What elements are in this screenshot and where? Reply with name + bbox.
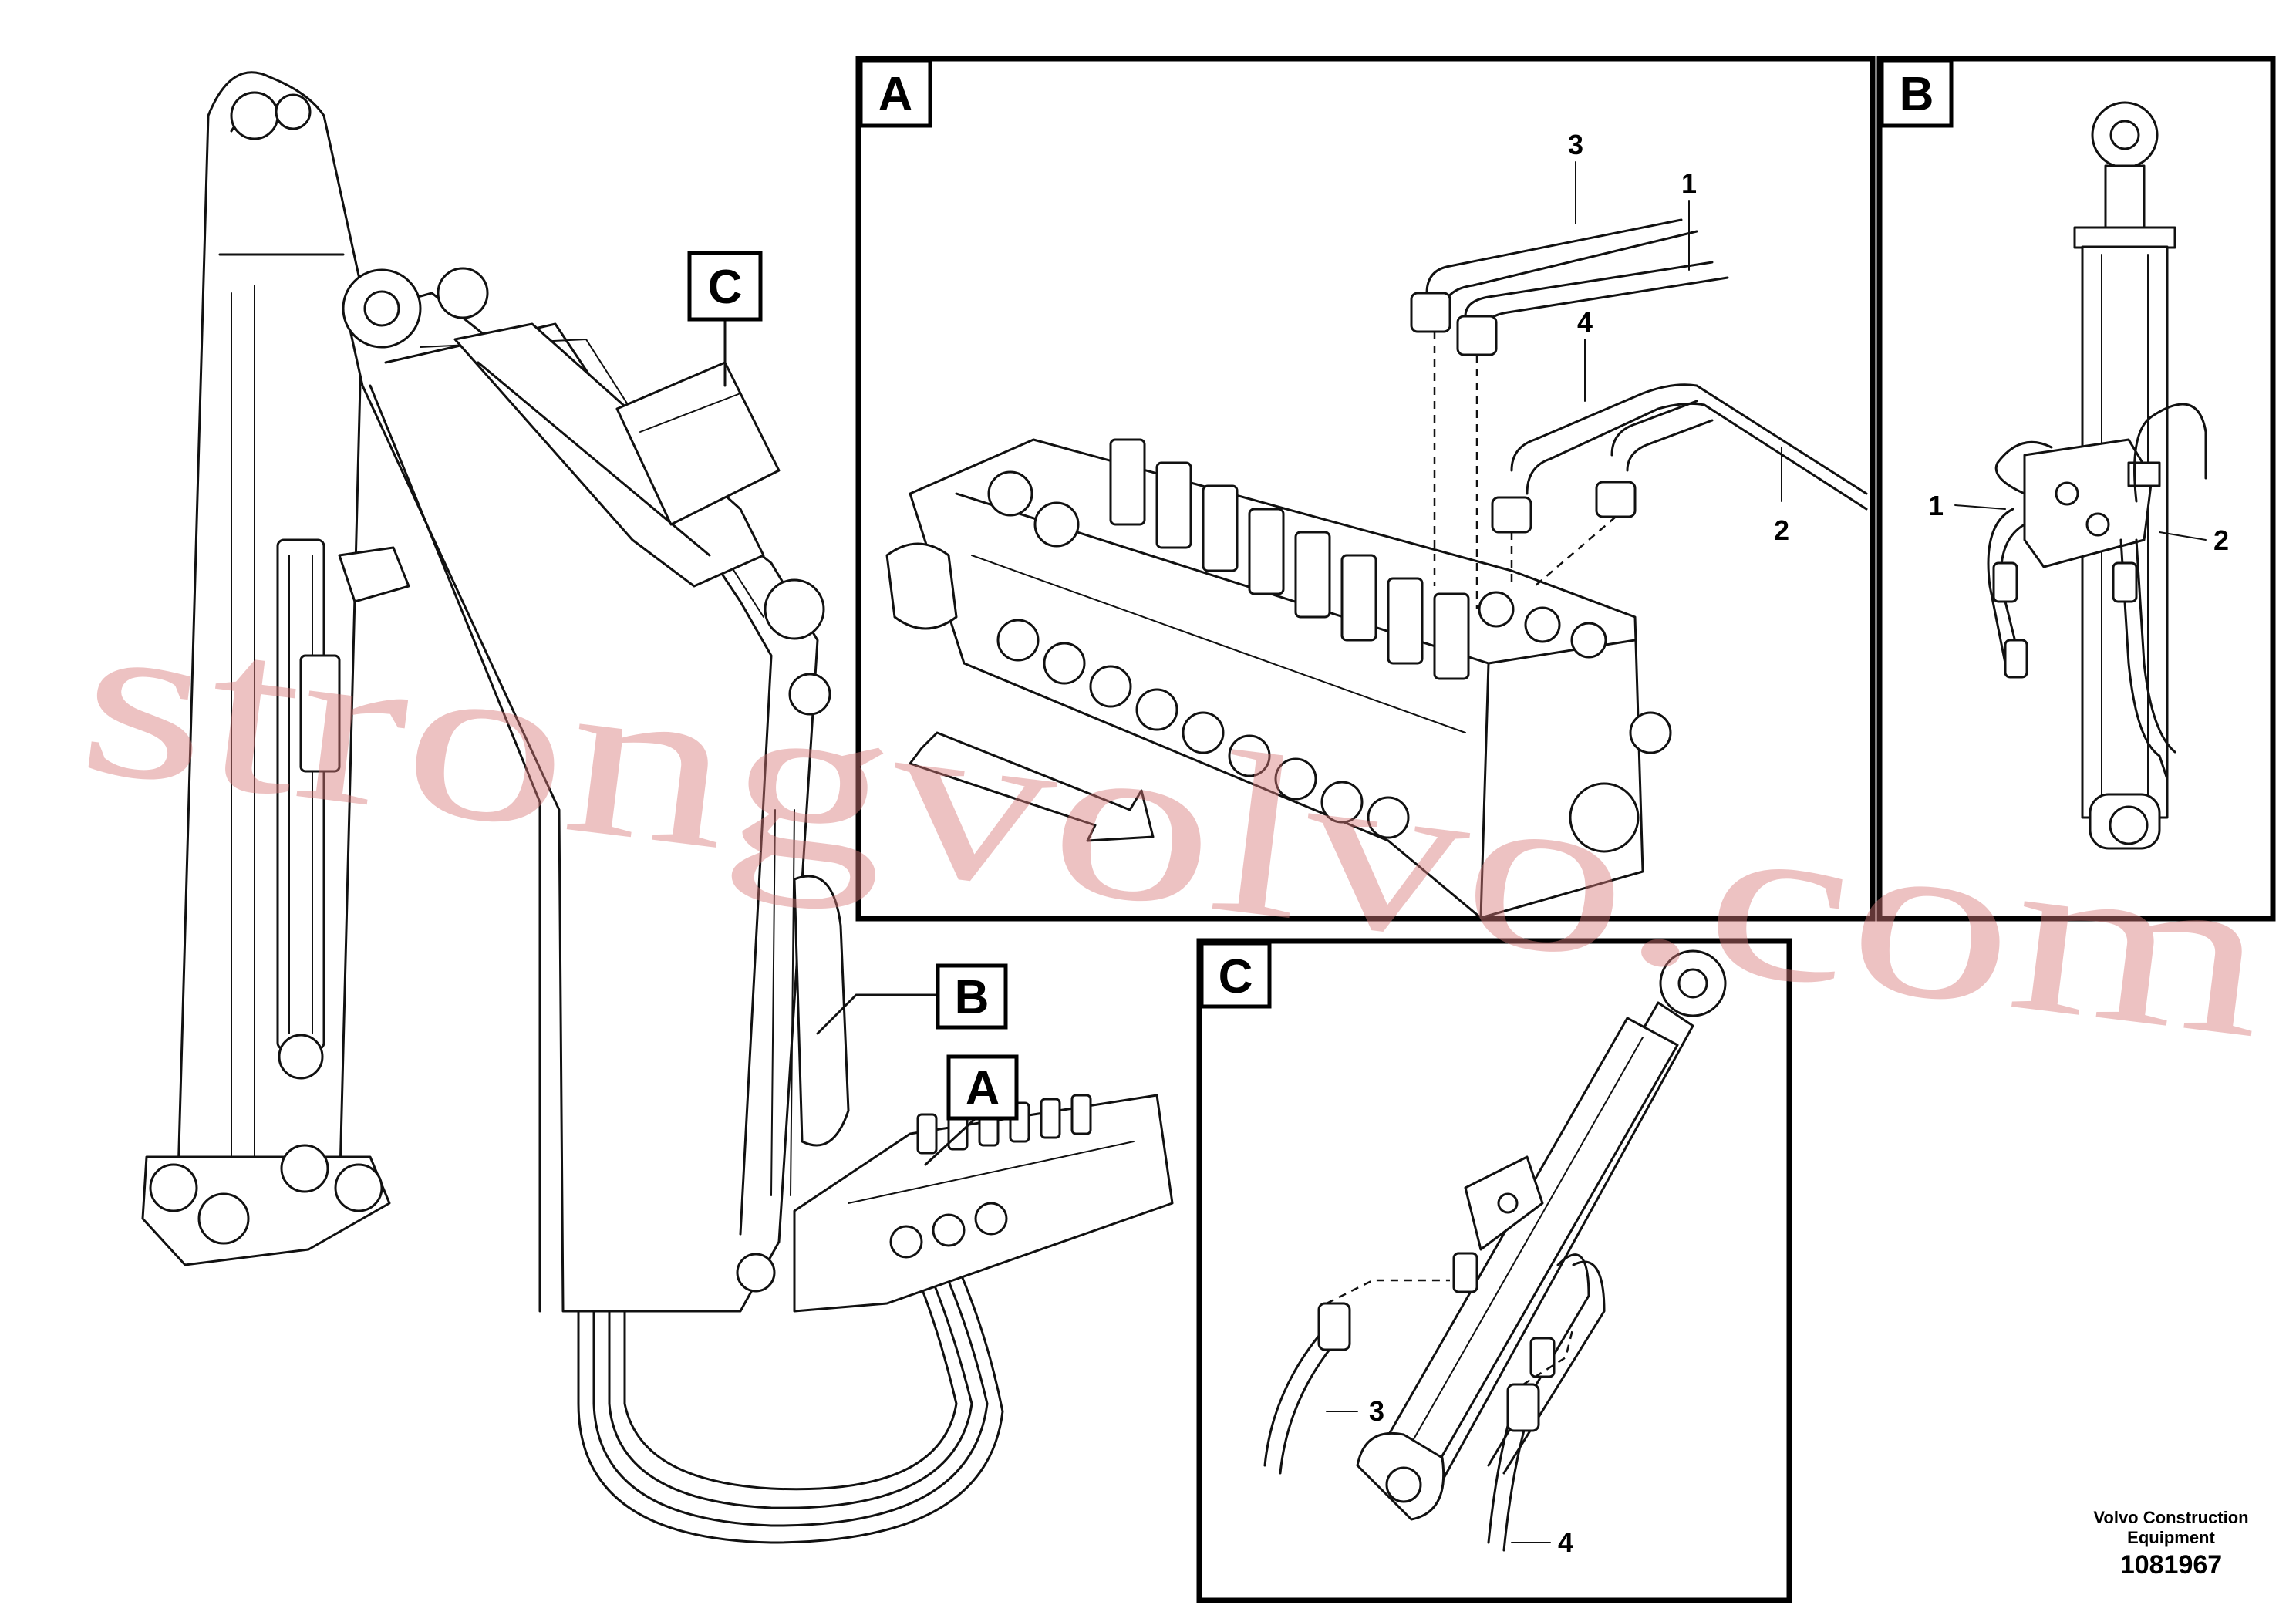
callout-c-4: 4 <box>1558 1526 1573 1558</box>
dash-c2 <box>1522 1326 1575 1386</box>
detail-view-b: B 1 2 <box>1876 56 2276 922</box>
leader-b2 <box>2159 531 2207 541</box>
leader-b1 <box>1954 504 2006 510</box>
overview-tag-b: B <box>936 963 1008 1030</box>
drawing-number: 1081967 <box>2120 1550 2222 1580</box>
callout-a-2: 2 <box>1774 514 1789 546</box>
callout-c-3: 3 <box>1369 1395 1384 1427</box>
overview-tag-c-label: C <box>708 261 743 314</box>
overview-tag-a-label: A <box>966 1062 1000 1115</box>
detail-c-tag: C <box>1219 950 1253 1003</box>
valve-spools <box>996 438 1672 853</box>
overview-tag-b-label: B <box>955 971 990 1024</box>
company-name-line1: Volvo Construction <box>2093 1508 2248 1527</box>
callout-a-3: 3 <box>1568 129 1583 160</box>
detail-a-tag: A <box>878 68 913 121</box>
detail-b-tag-box <box>1880 59 1954 128</box>
callout-a-1: 1 <box>1681 167 1697 199</box>
detail-view-c: C 3 4 <box>1196 938 1792 1603</box>
callout-b-2: 2 <box>2213 524 2229 556</box>
detail-b-tag: B <box>1900 68 1934 121</box>
callout-b-1: 1 <box>1928 490 1944 521</box>
overview-tag-a: A <box>946 1054 1019 1121</box>
dash-4 <box>1534 516 1617 587</box>
company-name-line2: Equipment <box>2127 1528 2215 1547</box>
detail-a-frame <box>855 56 1876 922</box>
detail-c-tag-box <box>1199 941 1272 1009</box>
direction-arrow-icon <box>909 731 1155 842</box>
leader-b <box>816 993 939 1035</box>
hoses-a <box>1410 218 1868 534</box>
callout-a-4: 4 <box>1577 306 1593 338</box>
detail-a-tag-box <box>858 59 932 128</box>
leader-a <box>924 1117 977 1166</box>
excavator-arm-illustration <box>141 71 1174 1544</box>
footer: Volvo Construction Equipment 1081967 <box>2093 1508 2248 1580</box>
detail-b-frame <box>1876 56 2276 922</box>
detail-view-a: A <box>855 56 1876 922</box>
overview-tag-c: C <box>687 251 763 322</box>
detail-c-frame <box>1196 938 1792 1603</box>
dash-c1 <box>1326 1279 1450 1305</box>
